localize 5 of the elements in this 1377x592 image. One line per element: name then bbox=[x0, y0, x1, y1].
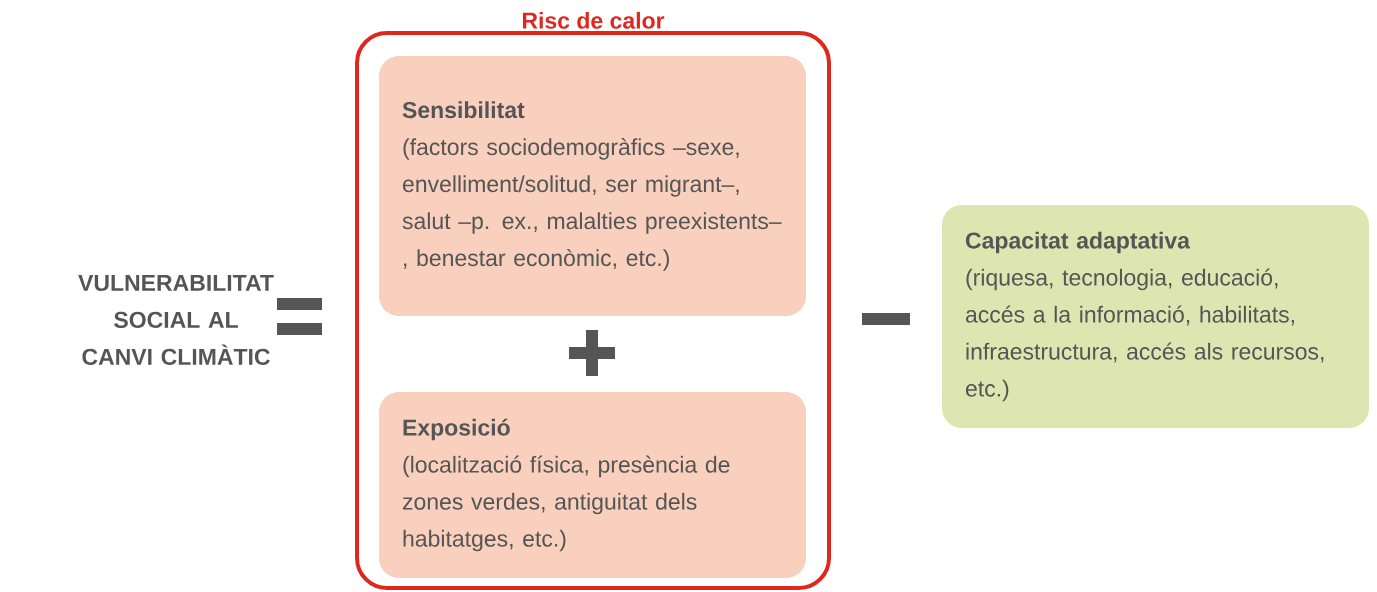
term-label: VULNERABILITAT SOCIAL AL CANVI CLIMÀTIC bbox=[78, 274, 274, 365]
node-label: Risc de calor bbox=[522, 11, 665, 29]
text-box: Capacitat adaptativa (riquesa, tecnologia, educació, accés a la informació, habilitats, infraestructura, accés als recursos, etc.) bbox=[942, 205, 1369, 428]
text-box: Exposició (localització física, presència de zones verdes, antiguitat dels habitatges, etc.) bbox=[379, 392, 806, 578]
text-box: Sensibilitat (factors sociodemogràfics –sexe, envelliment/solitud, ser migrant–, salut –p. ex., malalties preexistents–, benestar econòmic, etc.) bbox=[379, 56, 806, 316]
